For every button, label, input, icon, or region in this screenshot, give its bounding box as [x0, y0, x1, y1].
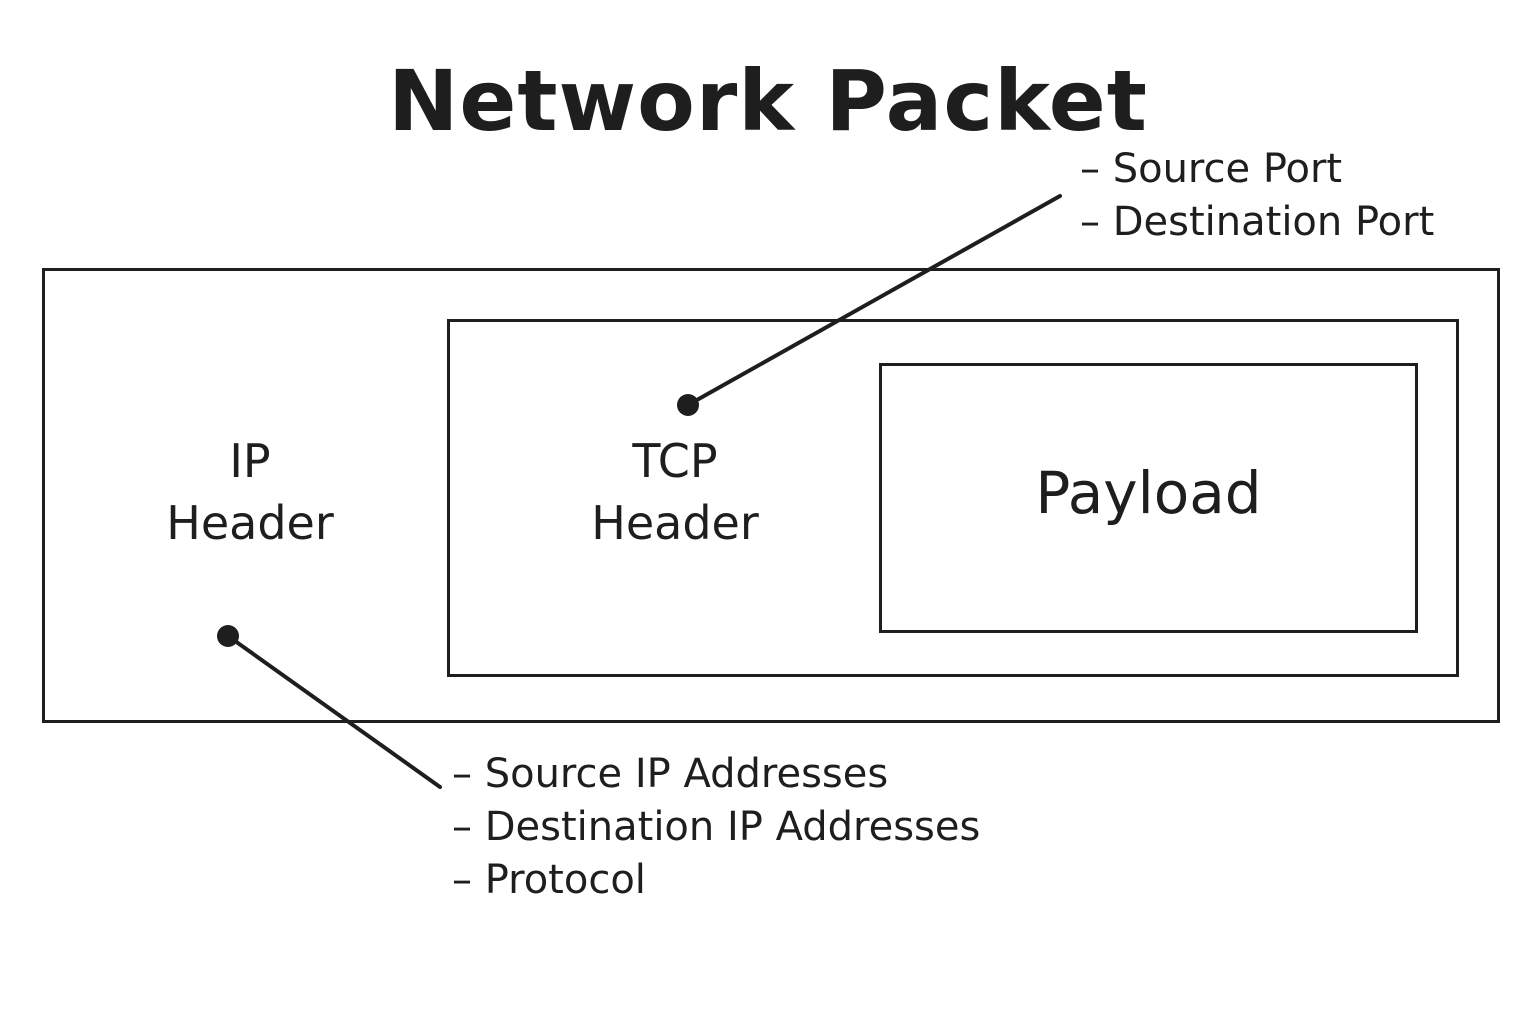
payload-label: Payload — [1035, 459, 1262, 527]
tcp-field-item: Source Port — [1080, 143, 1434, 196]
ip-header-label-line2: Header — [166, 496, 334, 550]
ip-field-item: Protocol — [452, 854, 980, 907]
payload-box — [879, 363, 1418, 633]
ip-callout-dot — [217, 625, 239, 647]
tcp-header-label: TCP Header — [560, 430, 790, 554]
ip-field-item: Destination IP Addresses — [452, 801, 981, 854]
ip-header-label: IP Header — [130, 430, 370, 554]
tcp-callout-line — [686, 194, 1062, 407]
diagram-title: Network Packet — [388, 52, 1148, 150]
tcp-callout-dot — [677, 394, 699, 416]
ip-header-fields-list: Source IP Addresses Destination IP Addre… — [452, 748, 981, 907]
ip-callout-connector — [217, 625, 442, 789]
ip-field-item: Source IP Addresses — [452, 748, 980, 801]
ip-packet-box — [42, 268, 1500, 723]
tcp-segment-box — [447, 319, 1459, 677]
tcp-header-label-line2: Header — [591, 496, 759, 550]
tcp-header-label-line1: TCP — [632, 434, 718, 488]
tcp-callout-connector — [677, 194, 1062, 416]
ip-callout-line — [226, 634, 442, 789]
ip-header-label-line1: IP — [229, 434, 271, 488]
tcp-field-item: Destination Port — [1080, 196, 1435, 249]
tcp-header-fields-list: Source Port Destination Port — [1080, 143, 1435, 249]
